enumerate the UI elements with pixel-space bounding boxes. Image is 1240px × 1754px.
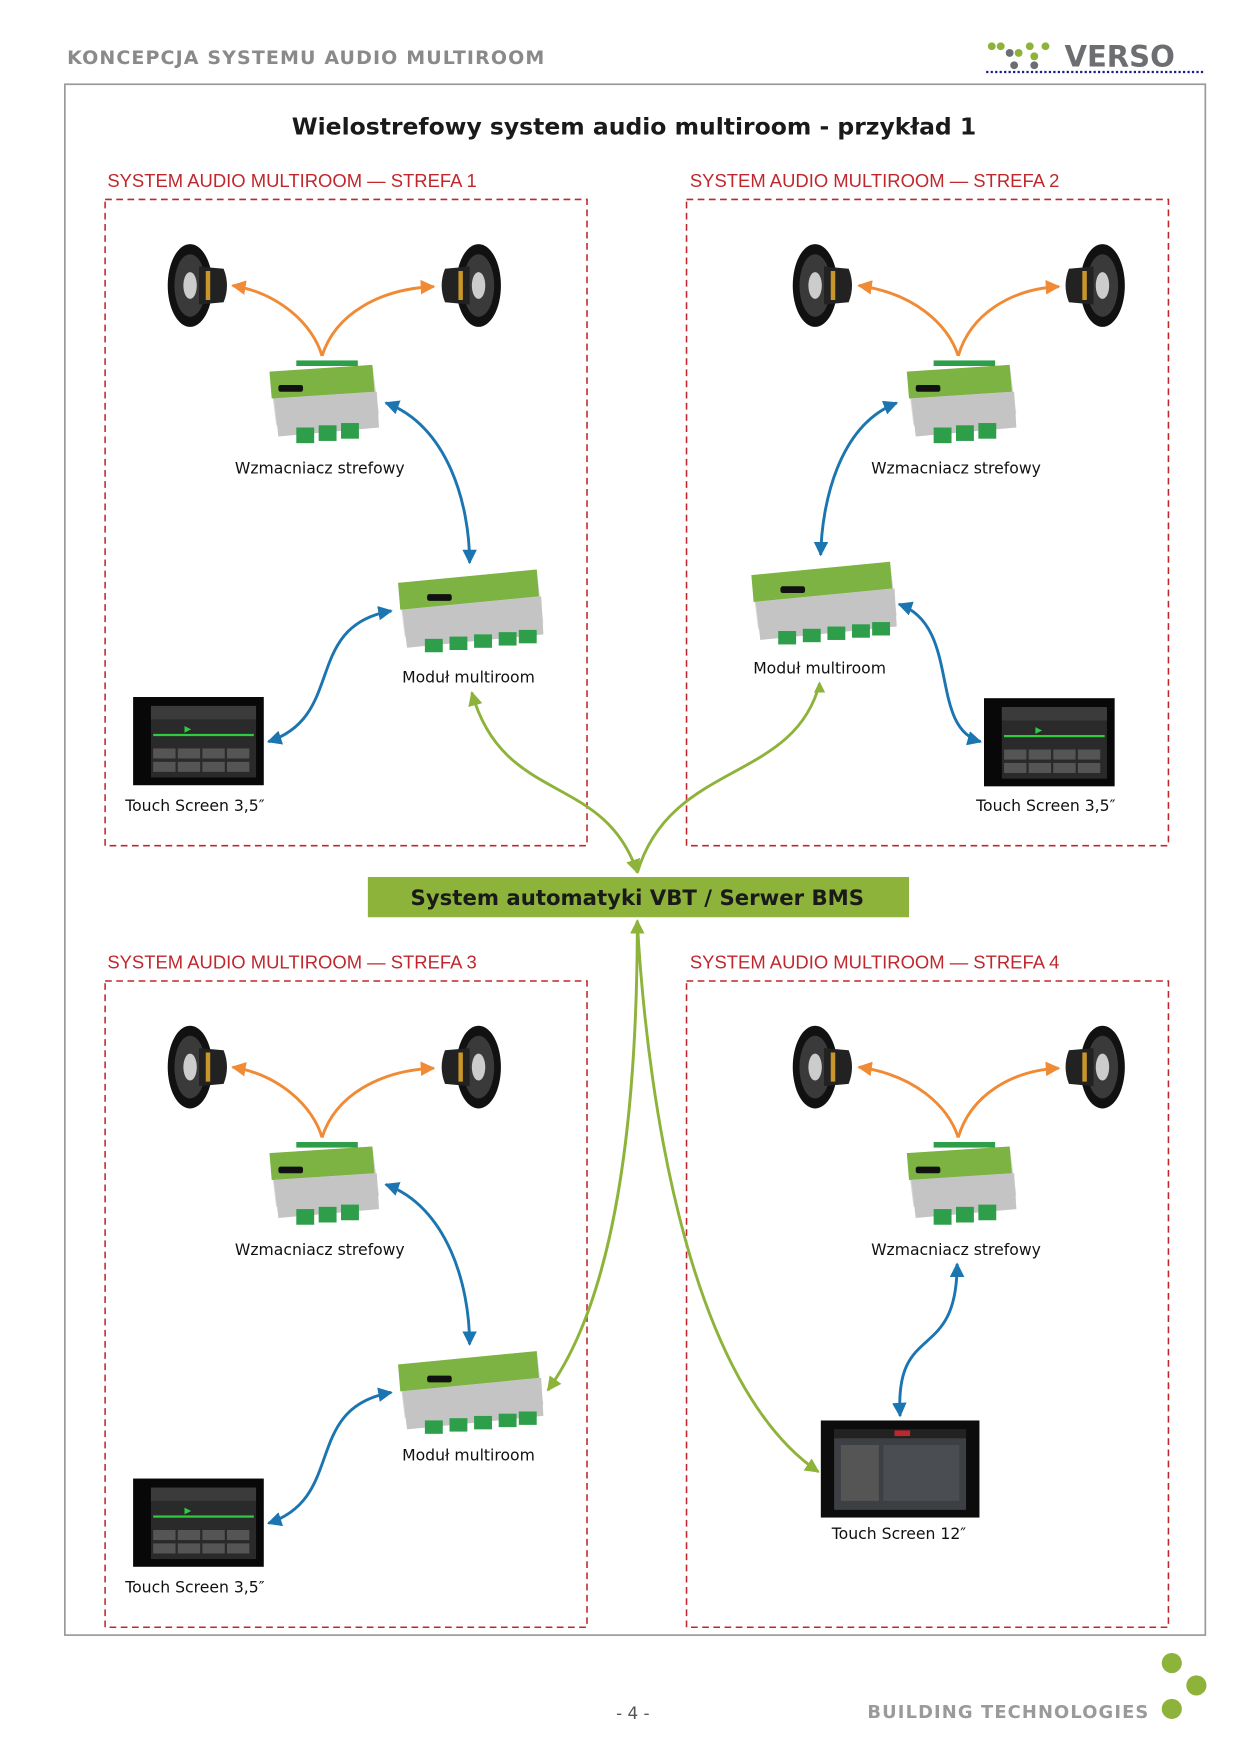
speaker-icon bbox=[441, 244, 501, 327]
amplifier-icon bbox=[906, 360, 1017, 444]
speaker-icon bbox=[792, 244, 853, 327]
amplifier-icon bbox=[269, 1141, 380, 1225]
zone-2-label: SYSTEM AUDIO MULTIROOM — STREFA 2 bbox=[690, 170, 1060, 191]
bms-bar bbox=[367, 877, 910, 918]
touchscreen-label: Touch Screen 3,5″ bbox=[124, 796, 264, 815]
zone-1-box bbox=[104, 198, 588, 847]
amplifier-icon bbox=[269, 360, 380, 444]
touchscreen-12-icon bbox=[820, 1420, 980, 1518]
touchscreen-label: Touch Screen 12″ bbox=[831, 1524, 967, 1543]
touchscreen-label: Touch Screen 3,5″ bbox=[124, 1578, 264, 1597]
multiroom-module-icon bbox=[398, 1351, 544, 1434]
amplifier-label: Wzmacniacz strefowy bbox=[235, 458, 405, 477]
zone-3: Wzmacniacz strefowy Moduł multiroom Touc… bbox=[124, 1025, 544, 1597]
amplifier-icon bbox=[906, 1141, 1017, 1225]
footer-dots-icon bbox=[1161, 1652, 1207, 1719]
zone-2-box bbox=[685, 198, 1170, 847]
amplifier-label: Wzmacniacz strefowy bbox=[871, 458, 1041, 477]
touchscreen-icon bbox=[133, 696, 264, 786]
speaker-icon bbox=[1065, 1025, 1125, 1109]
zone-3-label: SYSTEM AUDIO MULTIROOM — STREFA 3 bbox=[107, 952, 477, 973]
page-number: - 4 - bbox=[616, 1703, 649, 1723]
zone-4: Wzmacniacz strefowy Touch Screen 12″ bbox=[792, 1025, 1125, 1543]
touchscreen-label: Touch Screen 3,5″ bbox=[975, 796, 1115, 815]
module-label: Moduł multiroom bbox=[402, 1446, 535, 1465]
multiroom-module-icon bbox=[751, 561, 897, 645]
module-label: Moduł multiroom bbox=[753, 659, 886, 678]
speaker-icon bbox=[792, 1025, 853, 1109]
company-tagline: BUILDING TECHNOLOGIES bbox=[867, 1702, 1149, 1723]
multiroom-module-icon bbox=[398, 569, 544, 653]
speaker-icon bbox=[167, 1025, 227, 1109]
document-header: KONCEPCJA SYSTEMU AUDIO MULTIROOM bbox=[67, 47, 545, 69]
zone-2: Wzmacniacz strefowy Moduł multiroom Touc… bbox=[751, 244, 1125, 815]
verso-logo: VERSO bbox=[986, 39, 1204, 73]
diagram-frame bbox=[64, 83, 1207, 1636]
speaker-icon bbox=[167, 244, 227, 327]
speaker-icon bbox=[1065, 244, 1125, 327]
svg-text:VERSO: VERSO bbox=[1064, 39, 1174, 73]
zone-4-box bbox=[685, 980, 1170, 1629]
touchscreen-icon bbox=[133, 1478, 264, 1567]
zone-1-label: SYSTEM AUDIO MULTIROOM — STREFA 1 bbox=[107, 170, 477, 191]
zone-1: Wzmacniacz strefowy Moduł multiroom Touc… bbox=[124, 244, 544, 815]
bms-label: System automatyki VBT / Serwer BMS bbox=[411, 886, 865, 911]
amplifier-label: Wzmacniacz strefowy bbox=[235, 1240, 405, 1259]
zone-4-label: SYSTEM AUDIO MULTIROOM — STREFA 4 bbox=[690, 952, 1060, 973]
diagram-title: Wielostrefowy system audio multiroom - p… bbox=[292, 113, 976, 141]
touchscreen-icon bbox=[983, 698, 1115, 787]
amplifier-label: Wzmacniacz strefowy bbox=[871, 1240, 1041, 1259]
module-label: Moduł multiroom bbox=[402, 667, 535, 686]
speaker-icon bbox=[441, 1025, 501, 1109]
bms-links bbox=[468, 681, 826, 1474]
